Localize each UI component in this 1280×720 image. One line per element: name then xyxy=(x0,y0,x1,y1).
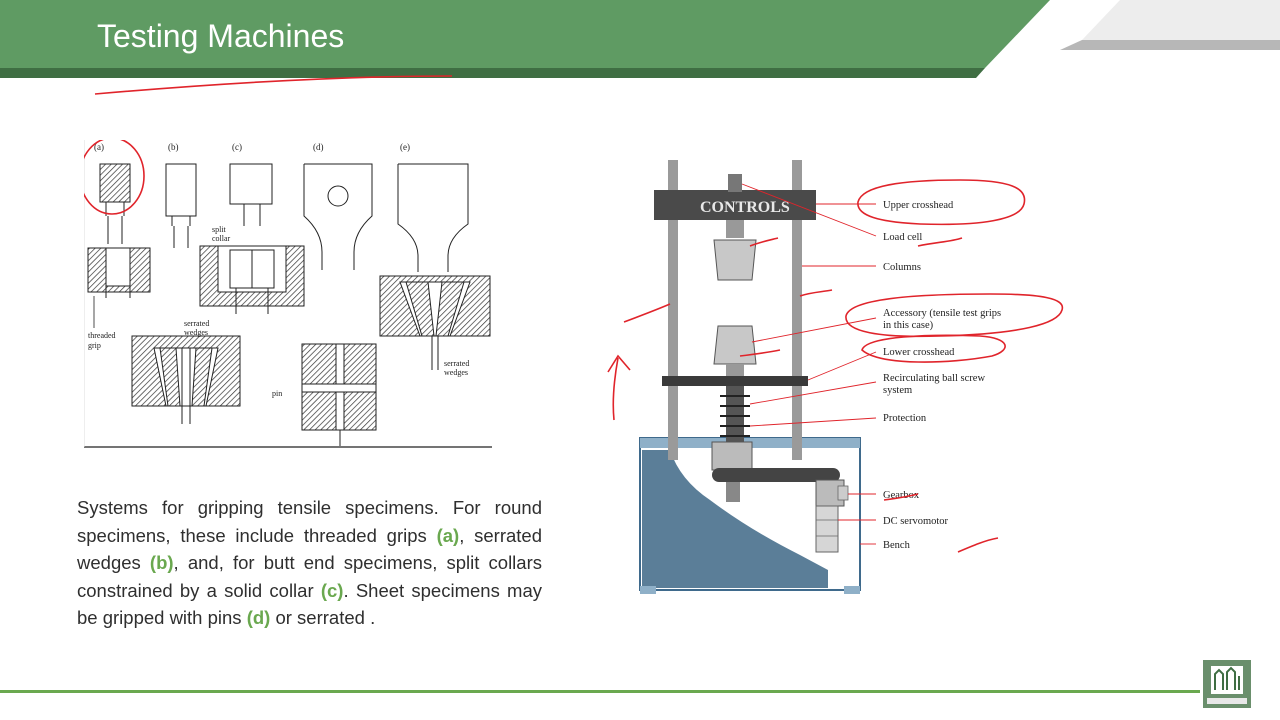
right-column xyxy=(792,160,802,460)
panel-label-e: (e) xyxy=(400,142,410,152)
caption-ref-a: (a) xyxy=(436,524,460,546)
caption-text-3: , and, for butt end specimens, split col… xyxy=(77,552,542,601)
ink-underline xyxy=(94,75,453,95)
ball-screw xyxy=(720,386,750,442)
lower-grip xyxy=(713,325,757,378)
caption-text-2: , serrated wedges xyxy=(77,524,542,574)
serrated-wedges-grip xyxy=(131,335,241,424)
panel-label-c: (c) xyxy=(232,142,242,152)
gearbox xyxy=(711,441,849,507)
callout-bench: Bench xyxy=(883,540,911,551)
label-split-collar-2: collar xyxy=(212,234,231,243)
panel-label-d: (d) xyxy=(313,142,324,152)
figure-caption: Systems for gripping tensile specimens. … xyxy=(77,494,542,632)
callout-protection: Protection xyxy=(883,413,927,424)
footer-line xyxy=(0,690,1200,693)
caption-text-1: Systems for gripping tensile specimens. … xyxy=(77,497,542,546)
callout-ball-screw-1: Recirculating ball screw xyxy=(883,373,985,384)
caption-text-5: or serrated . xyxy=(270,607,376,628)
load-cell xyxy=(728,174,742,192)
specimen-b xyxy=(165,163,197,248)
label-serrated-wedges-right-2: wedges xyxy=(444,368,468,377)
lower-crosshead xyxy=(662,376,808,386)
brand-logo: CONTROLS xyxy=(700,199,790,216)
label-split-collar-1: split xyxy=(212,225,227,234)
left-column xyxy=(668,160,678,460)
callout-columns: Columns xyxy=(883,262,921,273)
specimen-c xyxy=(229,163,273,226)
university-logo xyxy=(1203,660,1251,708)
callout-accessory-2: in this case) xyxy=(883,320,934,331)
upper-grip xyxy=(713,220,757,281)
header-band xyxy=(0,0,1280,78)
pin-grip xyxy=(301,343,377,446)
specimen-e xyxy=(397,163,469,272)
callout-ball-screw-2: system xyxy=(883,385,912,396)
leader-lines xyxy=(741,183,877,545)
callout-dc-servomotor: DC servomotor xyxy=(883,516,949,527)
panel-label-b: (b) xyxy=(168,142,179,152)
callout-lower-crosshead: Lower crosshead xyxy=(883,347,955,358)
specimen-a xyxy=(99,163,131,244)
testing-machine-figure: CONTROLS xyxy=(607,160,1064,594)
ink-circle-a xyxy=(84,140,145,215)
slide-title: Testing Machines xyxy=(97,18,345,54)
label-serrated-wedges-right-1: serrated xyxy=(444,359,469,368)
caption-text-4: . Sheet specimens may be gripped with pi… xyxy=(77,579,542,629)
caption-ref-b: (b) xyxy=(149,552,174,573)
label-serrated-wedges-top-2: wedges xyxy=(184,328,208,337)
dc-servomotor xyxy=(815,505,839,553)
panel-label-a: (a) xyxy=(94,142,104,152)
caption-ref-d: (d) xyxy=(246,607,271,628)
label-threaded-grip-2: grip xyxy=(88,341,101,350)
upper-crosshead: CONTROLS xyxy=(654,190,816,220)
callout-upper-crosshead: Upper crosshead xyxy=(883,200,954,211)
callout-load-cell: Load cell xyxy=(883,232,922,243)
serrated-wedges-sheet-grip xyxy=(379,275,491,370)
caption-ref-c: (c) xyxy=(320,579,344,601)
ink-annotations xyxy=(607,179,1064,553)
label-pin: pin xyxy=(272,389,282,398)
callout-gearbox: Gearbox xyxy=(883,490,920,501)
split-collar-grip xyxy=(199,245,305,314)
label-serrated-wedges-top-1: serrated xyxy=(184,319,209,328)
label-threaded-grip-1: threaded xyxy=(88,331,116,340)
specimen-d xyxy=(303,163,373,270)
threaded-grip xyxy=(87,247,151,298)
gripping-systems-figure: (a) (b) (c) (d) (e) threaded grip xyxy=(84,140,492,448)
callout-accessory-1: Accessory (tensile test grips xyxy=(883,308,1001,319)
